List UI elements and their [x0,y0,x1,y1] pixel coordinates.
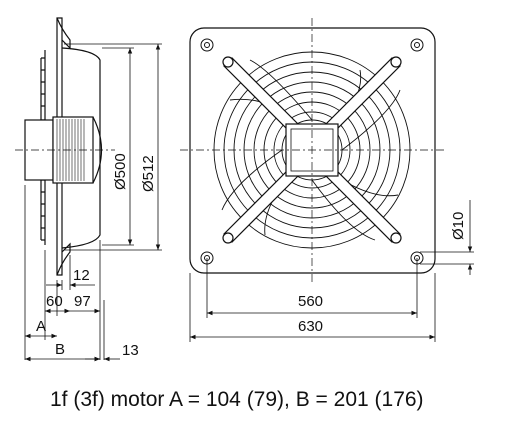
plate-flange-bottom [56,242,71,276]
label-B: B [55,341,65,358]
label-560: 560 [298,293,323,310]
front-view [180,18,445,282]
label-d512: Ø512 [140,155,157,192]
label-d10: Ø10 [450,212,467,240]
label-A: A [36,318,46,335]
front-view-dimensions [189,200,474,342]
guard-outline [61,47,101,249]
label-60: 60 [46,293,63,310]
mounting-holes [200,38,424,265]
label-13: 13 [122,342,139,359]
fan-technical-drawing: Ø500 Ø512 12 60 97 A B 13 [15,17,474,362]
side-view [15,17,115,276]
label-d500: Ø500 [112,153,129,190]
label-12: 12 [73,267,90,284]
plate-flange-top [56,17,71,50]
label-97: 97 [74,293,91,310]
motor-caption: 1f (3f) motor A = 104 (79), B = 201 (176… [50,388,424,411]
square-mounting-plate [189,27,436,274]
side-view-dimensions [24,43,162,362]
label-630: 630 [298,318,323,335]
